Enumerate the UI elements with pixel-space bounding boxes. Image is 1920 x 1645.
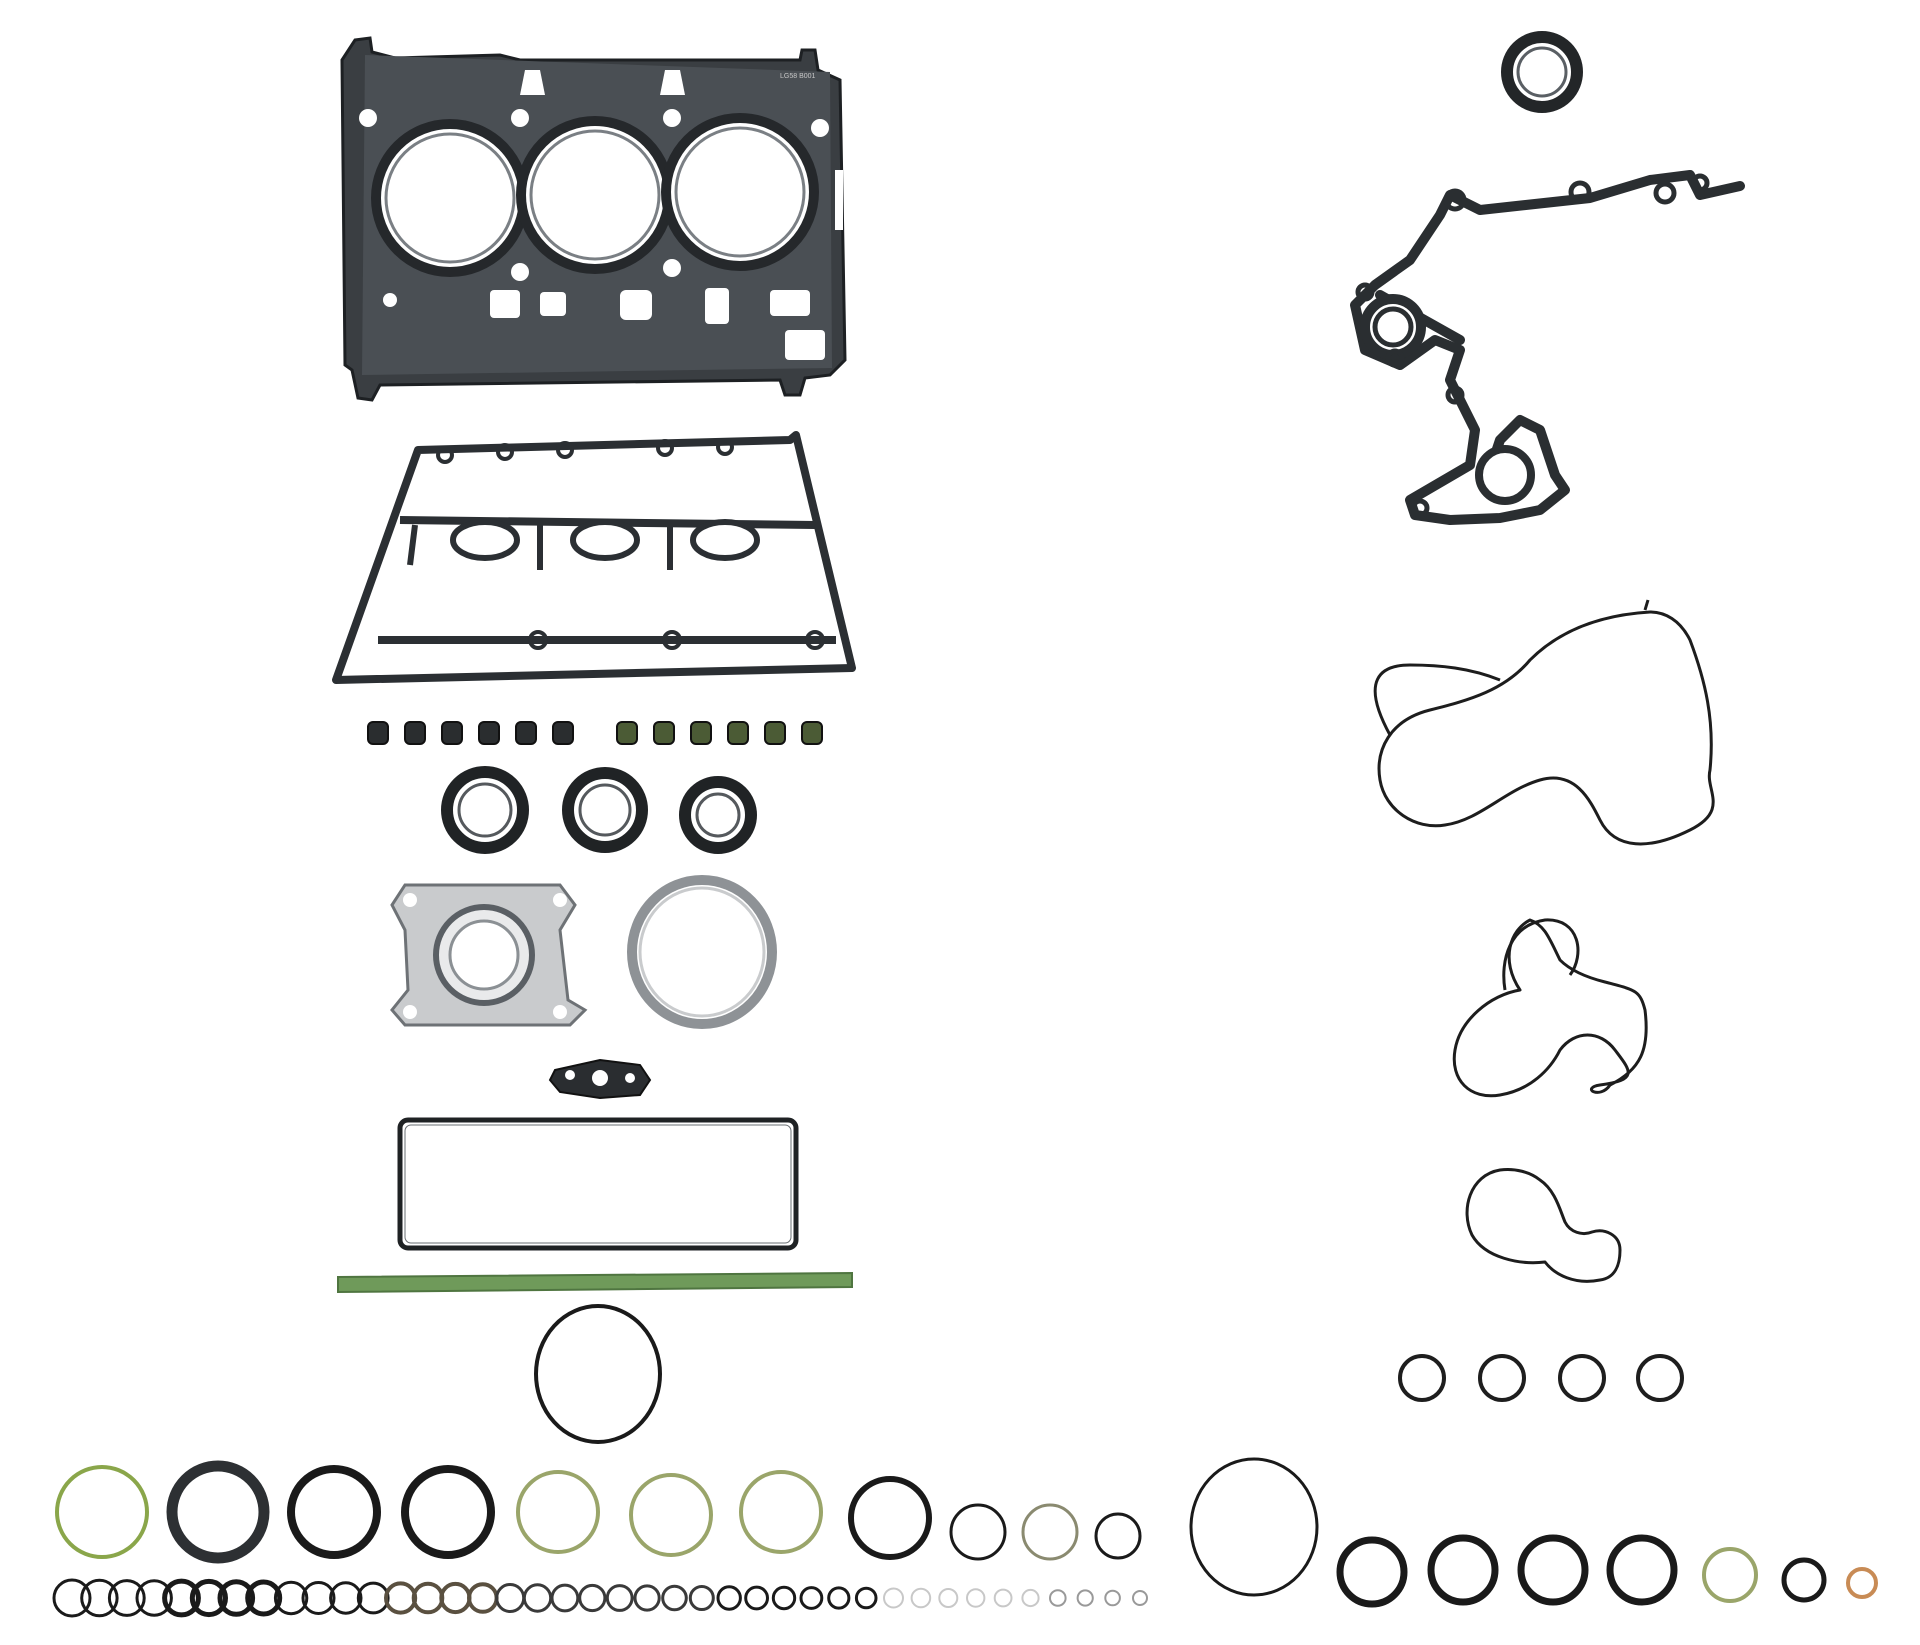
small-o-ring [245, 1579, 283, 1617]
small-o-ring [716, 1585, 742, 1611]
small-o-ring [744, 1585, 769, 1611]
small-o-ring [217, 1579, 256, 1617]
green-sealing-strip [337, 1271, 853, 1294]
small-o-ring [799, 1586, 824, 1610]
small-o-ring [883, 1587, 904, 1609]
turbo-ring-gasket [627, 875, 777, 1029]
small-o-ring [301, 1581, 336, 1615]
small-o-ring [938, 1588, 959, 1608]
exhaust-flange-gasket [390, 883, 588, 1027]
valve-cover-gasket [332, 431, 856, 684]
valve-stem-seals [367, 721, 823, 745]
small-o-ring [633, 1584, 661, 1612]
head-gasket-part-marking: LG58 B001 [780, 73, 816, 80]
small-o-ring [827, 1586, 851, 1610]
small-o-ring [688, 1585, 715, 1611]
small-o-ring [910, 1587, 932, 1609]
small-o-ring [854, 1586, 878, 1610]
small-o-ring [107, 1579, 146, 1617]
small-o-ring [329, 1581, 363, 1615]
small-o-ring-row-bottom [52, 1578, 1148, 1618]
small-o-ring [1049, 1589, 1067, 1607]
small-o-ring [52, 1578, 92, 1618]
keyhole-gasket [1465, 1168, 1622, 1283]
crankshaft-seal [1501, 31, 1583, 113]
timing-cover-gasket [1350, 170, 1745, 525]
small-o-ring [135, 1579, 173, 1617]
small-o-ring [356, 1581, 390, 1615]
small-o-ring [661, 1584, 688, 1612]
small-o-ring [273, 1580, 309, 1616]
small-o-ring [993, 1588, 1013, 1608]
small-o-ring [80, 1578, 119, 1618]
pump-gasket [1452, 918, 1648, 1098]
small-o-ring [1021, 1588, 1040, 1608]
small-o-ring [550, 1583, 580, 1613]
oil-feed-gasket [548, 1058, 652, 1100]
small-o-ring [966, 1588, 986, 1608]
cylinder-head-gasket: LG58 B001 [340, 36, 847, 402]
small-o-ring [771, 1585, 797, 1611]
small-o-rings-right-set [1398, 1354, 1684, 1402]
small-o-ring [1104, 1589, 1121, 1607]
large-o-ring-row-left [55, 1460, 1142, 1564]
large-o-ring-row-right [1189, 1457, 1878, 1608]
large-o-ring-center [534, 1304, 662, 1444]
small-o-ring [1132, 1590, 1148, 1606]
small-o-ring [162, 1578, 201, 1618]
small-o-ring [578, 1583, 607, 1613]
rectangular-cover-gasket [397, 1117, 799, 1251]
wavy-cover-gasket [1373, 599, 1715, 846]
oil-seals [441, 766, 757, 854]
small-o-ring [605, 1584, 634, 1612]
small-o-ring [189, 1578, 228, 1618]
small-o-ring [1076, 1589, 1094, 1607]
